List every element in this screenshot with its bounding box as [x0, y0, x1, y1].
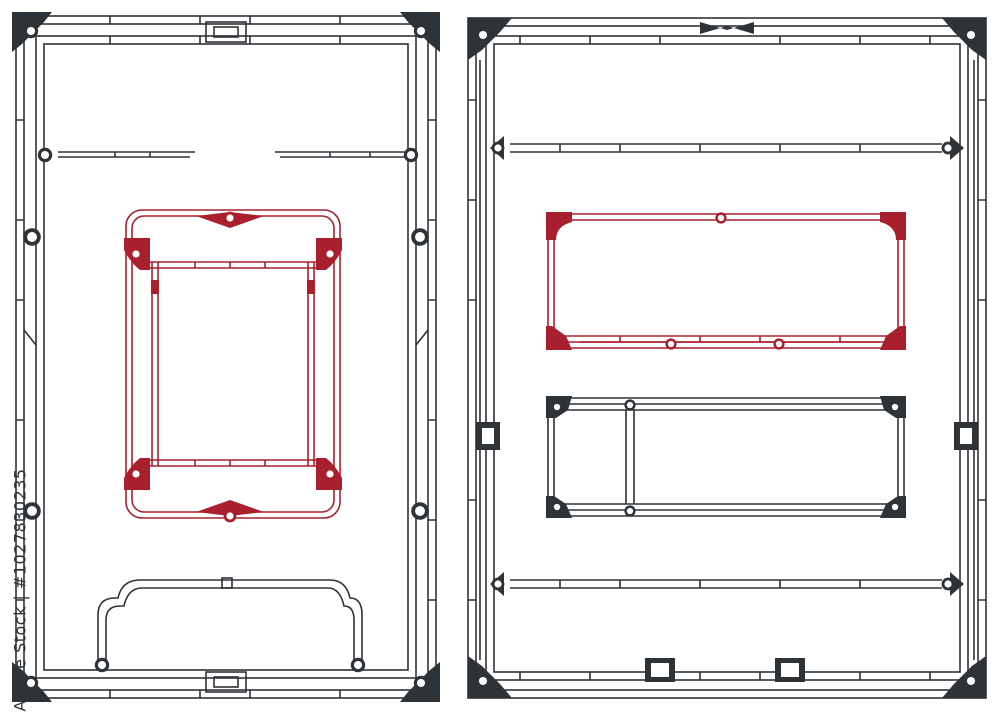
corner-ornament-icon	[12, 662, 52, 702]
rosette-icon	[403, 147, 419, 163]
rosette-icon	[888, 400, 902, 414]
stock-id-text: Adobe Stock | #1027830235	[10, 468, 30, 712]
rosette-icon	[940, 576, 956, 592]
left-poster-frame	[15, 15, 437, 699]
dark-landscape-frame	[547, 397, 905, 517]
rosette-icon	[714, 211, 728, 225]
diamond-knot-icon	[700, 22, 754, 34]
right-poster-ornaments	[468, 18, 986, 698]
rosette-icon	[323, 467, 337, 481]
stock-id-label: Adobe Stock | #1027830235	[2, 468, 38, 712]
rosette-icon	[550, 500, 564, 514]
rosette-icon	[350, 657, 366, 673]
square-stud-icon	[476, 422, 500, 450]
rosette-icon	[323, 247, 337, 261]
rosette-icon	[22, 227, 42, 247]
arrow-mount-icon	[950, 572, 964, 596]
rosette-icon	[888, 500, 902, 514]
rosette-icon	[491, 576, 505, 592]
corner-ornament-icon	[400, 662, 440, 702]
rosette-icon	[623, 504, 637, 518]
rosette-icon	[410, 501, 430, 521]
left-poster-ornaments	[12, 12, 440, 702]
rosette-icon	[410, 227, 430, 247]
rosette-icon	[94, 657, 110, 673]
red-landscape-ornaments	[546, 211, 906, 351]
red-landscape-frame	[547, 213, 905, 349]
corner-ornament-icon	[12, 12, 52, 52]
corner-ornament-icon	[942, 656, 986, 698]
square-stud-icon	[645, 658, 675, 682]
rosette-icon	[550, 400, 564, 414]
rosette-icon	[664, 337, 678, 351]
rosette-icon	[223, 211, 237, 225]
rosette-icon	[772, 337, 786, 351]
rosette-icon	[491, 141, 505, 155]
red-portrait-ornaments	[124, 211, 342, 524]
rosette-icon	[223, 509, 237, 524]
rosette-icon	[623, 398, 637, 412]
red-portrait-frame	[125, 209, 341, 519]
rosette-icon	[940, 141, 956, 155]
rosette-icon	[37, 147, 53, 163]
rosette-icon	[129, 467, 143, 481]
arrow-mount-icon	[950, 136, 964, 160]
square-stud-icon	[775, 658, 805, 682]
corner-ornament-icon	[468, 18, 512, 60]
corner-ornament-icon	[400, 12, 440, 52]
right-poster-frame	[467, 17, 987, 699]
corner-ornament-icon	[468, 656, 512, 698]
corner-ornament-icon	[942, 18, 986, 60]
rosette-icon	[129, 247, 143, 261]
square-stud-icon	[954, 422, 978, 450]
dark-landscape-ornaments	[546, 396, 906, 518]
